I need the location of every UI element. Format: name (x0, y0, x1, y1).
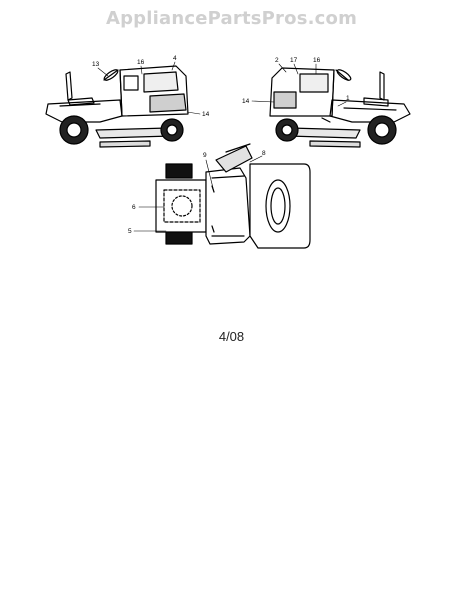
callout-4: 4 (173, 55, 177, 62)
callout-14: 14 (242, 98, 250, 105)
callout-14: 14 (202, 111, 210, 118)
callout-9: 9 (203, 152, 207, 159)
callout-labels: 13 16 4 14 2 17 16 14 1 9 8 6 5 (92, 55, 350, 235)
date-code: 4/08 (218, 329, 245, 344)
callout-1: 1 (346, 95, 350, 102)
callout-13: 13 (92, 61, 100, 68)
callout-17: 17 (290, 57, 298, 64)
tractor-top-view (133, 143, 311, 249)
callout-16: 16 (313, 57, 321, 64)
callout-6: 6 (132, 204, 136, 211)
callout-8: 8 (262, 150, 266, 157)
callout-5: 5 (128, 228, 132, 235)
tractor-right-side-view (251, 63, 411, 148)
watermark: AppliancePartsPros.com (105, 8, 358, 29)
tractor-left-side-view (45, 61, 201, 148)
callout-2: 2 (275, 57, 279, 64)
callout-16: 16 (137, 59, 145, 66)
